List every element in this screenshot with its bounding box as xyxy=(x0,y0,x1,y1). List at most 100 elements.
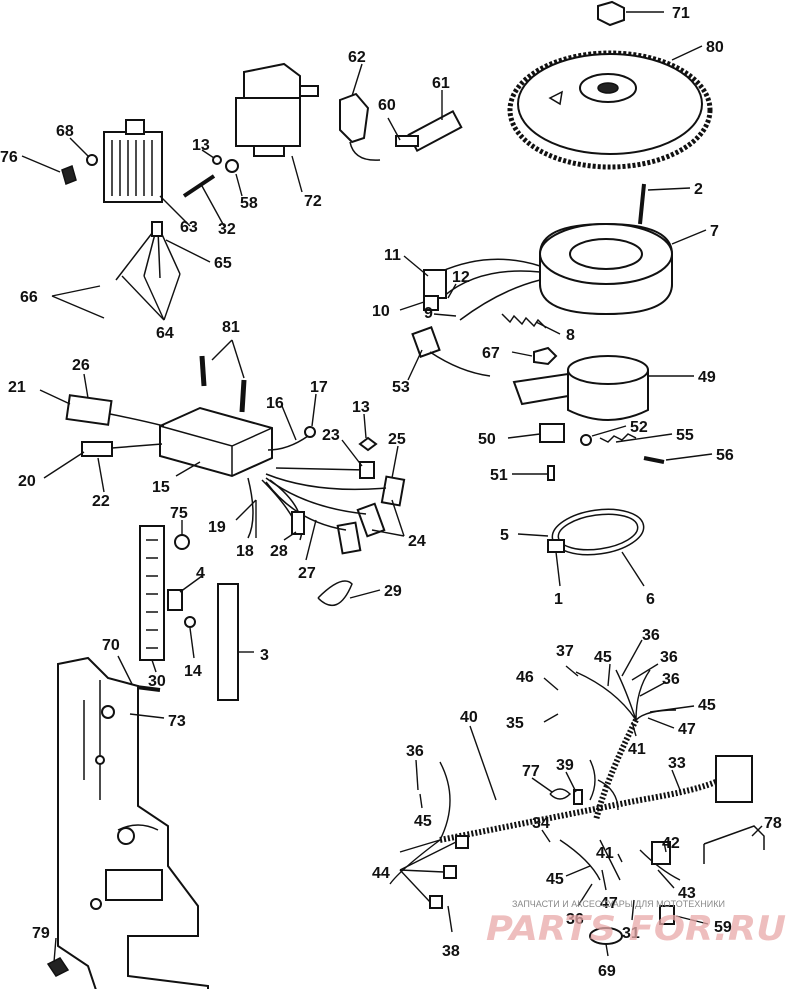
ignition-coil-72 xyxy=(235,62,319,157)
part-label-16: 16 xyxy=(266,395,284,412)
part-label-64: 64 xyxy=(156,325,174,342)
screw-14 xyxy=(184,616,196,628)
part-label-81: 81 xyxy=(222,319,240,336)
part-label-4: 4 xyxy=(196,565,205,582)
part-label-34: 34 xyxy=(532,815,550,832)
screw-56 xyxy=(643,456,665,464)
part-label-59: 59 xyxy=(714,919,732,936)
part-label-13: 13 xyxy=(352,399,370,416)
screw-51 xyxy=(547,465,555,481)
connector-22 xyxy=(81,441,113,457)
harness-33 xyxy=(389,669,753,925)
clip-77 xyxy=(549,788,572,800)
part-label-13: 13 xyxy=(192,137,210,154)
part-label-50: 50 xyxy=(478,431,496,448)
part-label-67: 67 xyxy=(482,345,500,362)
mounting-plate-73 xyxy=(57,656,209,989)
part-label-45: 45 xyxy=(546,871,564,888)
part-label-25: 25 xyxy=(388,431,406,448)
part-label-49: 49 xyxy=(698,369,716,386)
part-label-68: 68 xyxy=(56,123,74,140)
connector-53 xyxy=(411,326,441,358)
part-label-41: 41 xyxy=(596,845,614,862)
part-label-7: 7 xyxy=(710,223,719,240)
washer-52 xyxy=(580,434,592,446)
clip-4 xyxy=(167,589,183,611)
part-label-66: 66 xyxy=(20,289,38,306)
connector-26 xyxy=(65,394,113,426)
part-label-8: 8 xyxy=(566,327,575,344)
part-label-36: 36 xyxy=(662,671,680,688)
part-label-71: 71 xyxy=(672,5,690,22)
part-label-36: 36 xyxy=(406,743,424,760)
part-label-45: 45 xyxy=(698,697,716,714)
screw-75 xyxy=(174,534,190,550)
part-label-36: 36 xyxy=(566,911,584,928)
part-label-22: 22 xyxy=(92,493,110,510)
part-label-37: 37 xyxy=(556,643,574,660)
part-label-46: 46 xyxy=(516,669,534,686)
retaining-ring-6 xyxy=(551,508,645,556)
part-label-60: 60 xyxy=(378,97,396,114)
part-label-6: 6 xyxy=(646,591,655,608)
part-label-3: 3 xyxy=(260,647,269,664)
flywheel-80 xyxy=(507,50,713,170)
part-label-18: 18 xyxy=(236,543,254,560)
part-label-69: 69 xyxy=(598,963,616,980)
part-label-14: 14 xyxy=(184,663,202,680)
washer-68 xyxy=(86,154,98,166)
part-label-62: 62 xyxy=(348,49,366,66)
part-label-63: 63 xyxy=(180,219,198,236)
part-label-19: 19 xyxy=(208,519,226,536)
part-label-9: 9 xyxy=(424,305,433,322)
part-label-53: 53 xyxy=(392,379,410,396)
watermark-brand: PARTS FOR.RU xyxy=(486,909,786,949)
part-label-75: 75 xyxy=(170,505,188,522)
part-label-35: 35 xyxy=(506,715,524,732)
part-label-2: 2 xyxy=(694,181,703,198)
spark-boot-62 xyxy=(339,92,370,144)
part-label-55: 55 xyxy=(676,427,694,444)
watermark-tagline: ЗАПЧАСТИ И АКСЕССУАРЫ ДЛЯ МОТОТЕХНИКИ xyxy=(512,899,725,909)
stator-7 xyxy=(539,222,673,316)
part-label-51: 51 xyxy=(490,467,508,484)
spring-8 xyxy=(501,313,547,329)
screw-81a xyxy=(199,355,207,387)
fuse-39 xyxy=(573,789,583,805)
sensor-50 xyxy=(539,423,565,443)
terminal-44a xyxy=(455,835,469,849)
part-label-40: 40 xyxy=(460,709,478,726)
part-label-24: 24 xyxy=(408,533,426,550)
lead-29 xyxy=(317,580,353,607)
part-label-20: 20 xyxy=(18,473,36,490)
screw-81b xyxy=(239,379,247,413)
screw-79 xyxy=(46,957,70,977)
terminal-59 xyxy=(659,905,675,925)
part-label-27: 27 xyxy=(298,565,316,582)
part-label-42: 42 xyxy=(662,835,680,852)
washer-58 xyxy=(225,159,239,173)
watermark: ЗАПЧАСТИ И АКСЕССУАРЫ ДЛЯ МОТОТЕХНИКИ PA… xyxy=(486,899,786,949)
part-label-70: 70 xyxy=(102,637,120,654)
terminal-44c xyxy=(429,895,443,909)
terminal-44b xyxy=(443,865,457,879)
part-label-61: 61 xyxy=(432,75,450,92)
screw-32 xyxy=(182,174,216,198)
part-label-79: 79 xyxy=(32,925,50,942)
part-drawings xyxy=(46,0,765,989)
part-label-12: 12 xyxy=(452,269,470,286)
part-label-17: 17 xyxy=(310,379,328,396)
power-pack-15 xyxy=(159,406,273,478)
part-label-72: 72 xyxy=(304,193,322,210)
part-label-23: 23 xyxy=(322,427,340,444)
nut-67 xyxy=(533,346,558,366)
part-label-45: 45 xyxy=(594,649,612,666)
connector-28 xyxy=(291,511,305,535)
part-label-41: 41 xyxy=(628,741,646,758)
timer-base-49 xyxy=(512,355,649,421)
part-label-29: 29 xyxy=(384,583,402,600)
clamp-1 xyxy=(547,539,565,553)
lead-23 xyxy=(275,467,367,471)
part-label-80: 80 xyxy=(706,39,724,56)
spring-55 xyxy=(599,433,637,443)
